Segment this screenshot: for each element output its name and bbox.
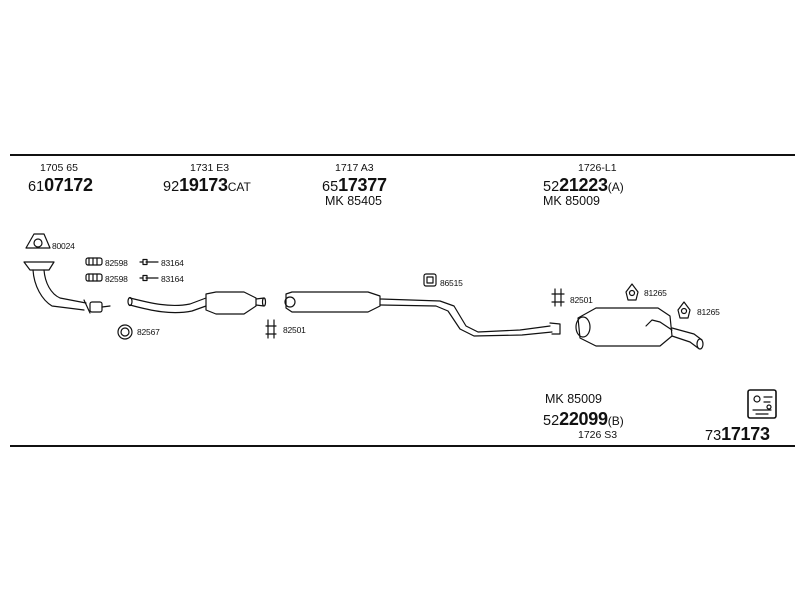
- front-pipe-number: 6107172: [28, 175, 93, 195]
- parts-set-number: 7317173: [705, 424, 770, 444]
- part-label: 83164: [161, 274, 184, 284]
- rubber-mount-icon: [677, 301, 691, 319]
- rear-silencer-a-kit: MK 85009: [543, 194, 600, 208]
- rear-silencer: [575, 307, 704, 350]
- parts-box-icon: [747, 389, 777, 419]
- part-label: 80024: [52, 241, 75, 251]
- ring-icon: [117, 324, 133, 340]
- bolt-icon: [139, 258, 159, 266]
- middle-silencer-number: 6517377: [322, 175, 387, 195]
- top-rule: [10, 154, 795, 156]
- catalyst-number: 9219173CAT: [163, 175, 251, 195]
- bracket-icon: [551, 288, 565, 307]
- bracket-icon: [265, 319, 277, 339]
- clamp-icon: [85, 257, 103, 266]
- clamp-icon: [85, 273, 103, 282]
- gasket-icon: [25, 233, 51, 249]
- rear-silencer-a-number: 5221223(A): [543, 175, 624, 195]
- rear-silencer-b-kit: MK 85009: [545, 392, 602, 406]
- front-pipe-code: 1705 65: [40, 162, 78, 174]
- middle-silencer-kit: MK 85405: [325, 194, 382, 208]
- rear-silencer-a-code: 1726-L1: [578, 162, 617, 174]
- rear-silencer-b-number: 5222099(B): [543, 409, 624, 429]
- part-label: 81265: [644, 288, 667, 298]
- part-label: 81265: [697, 307, 720, 317]
- bottom-rule: [10, 445, 795, 447]
- front-pipe: [23, 261, 111, 314]
- middle-silencer: [284, 291, 561, 337]
- part-label: 86515: [440, 278, 463, 288]
- catalyst-code: 1731 E3: [190, 162, 230, 174]
- part-label: 82598: [105, 258, 128, 268]
- part-label: 82501: [570, 295, 593, 305]
- part-label: 82567: [137, 327, 160, 337]
- part-label: 82598: [105, 274, 128, 284]
- part-label: 83164: [161, 258, 184, 268]
- rear-silencer-b-code: 1726 S3: [578, 429, 618, 441]
- catalyst-converter: [127, 291, 267, 315]
- rubber-mount-icon: [423, 273, 437, 287]
- bolt-icon: [139, 274, 159, 282]
- middle-silencer-code: 1717 A3: [335, 162, 374, 174]
- rubber-mount-icon: [625, 283, 639, 301]
- part-label: 82501: [283, 325, 306, 335]
